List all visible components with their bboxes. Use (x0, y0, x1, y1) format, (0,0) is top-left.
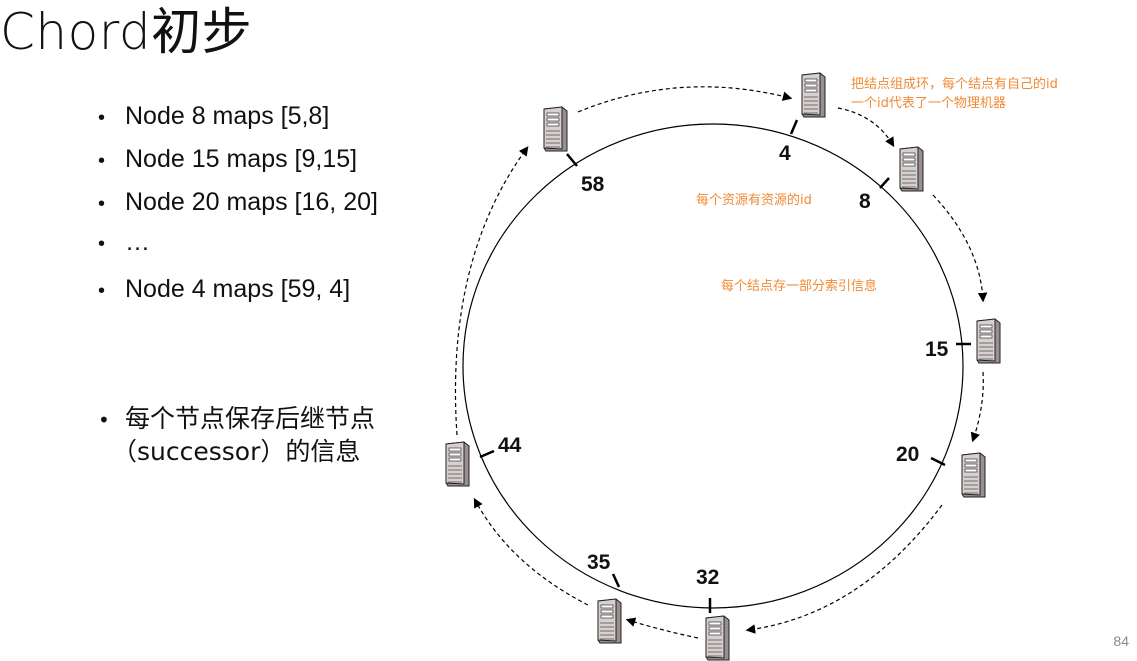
arrow-20-to-32 (745, 504, 943, 634)
bullet-node-4: •Node 4 maps [59, 4] (98, 275, 351, 303)
arrow-58-to-4 (577, 86, 793, 113)
tick-8 (879, 177, 890, 189)
node-label-35: 35 (587, 551, 611, 574)
node-label-8: 8 (859, 190, 871, 213)
arrow-44-to-58 (454, 146, 529, 436)
node-label-15: 15 (925, 338, 949, 361)
server-icon-node-44 (445, 441, 470, 487)
successor-note-line2: （successor）的信息 (112, 437, 361, 466)
page-number: 84 (1113, 633, 1129, 649)
annotation-index-info: 每个结点存一部分索引信息 (721, 278, 877, 294)
arrow-15-to-20 (970, 371, 984, 443)
server-icon-node-32 (705, 615, 730, 661)
server-icon-node-8 (899, 146, 924, 192)
tick-20 (930, 456, 946, 467)
server-icon-node-4 (801, 72, 826, 118)
node-label-44: 44 (498, 434, 522, 457)
server-icon-node-35 (597, 598, 622, 644)
arrow-32-to-35 (625, 617, 699, 639)
slide-title: Chord初步 (0, 3, 253, 61)
tick-58 (566, 153, 578, 167)
server-icon-node-58 (543, 106, 568, 152)
node-label-58: 58 (581, 173, 605, 196)
annotation-resource-id: 每个资源有资源的id (696, 192, 812, 208)
successor-note: •每个节点保存后继节点 （successor）的信息 (98, 404, 376, 466)
annotation-node-id-line2: 一个id代表了一个物理机器 (851, 96, 1006, 111)
bullet-node-15: •Node 15 maps [9,15] (98, 145, 358, 173)
tick-4 (789, 119, 799, 135)
arrow-8-to-15 (932, 194, 988, 303)
successor-note-line1: 每个节点保存后继节点 (125, 404, 376, 433)
successor-arrows (454, 86, 988, 639)
arrow-4-to-8 (837, 107, 895, 148)
bullet-node-8: •Node 8 maps [5,8] (98, 102, 330, 130)
ring-ticks (479, 119, 971, 613)
server-icon-node-20 (961, 452, 986, 498)
arrow-35-to-44 (473, 497, 589, 606)
node-label-4: 4 (779, 142, 791, 165)
bullet-node-20: •Node 20 maps [16, 20] (98, 188, 378, 216)
node-label-20: 20 (896, 443, 919, 466)
tick-44 (479, 449, 495, 459)
server-icon-node-15 (976, 318, 1001, 364)
chord-ring (462, 123, 964, 609)
annotation-node-id-line1: 把结点组成环，每个结点有自己的id (851, 76, 1058, 92)
node-label-32: 32 (696, 566, 719, 589)
bullet-ellipsis: •… (98, 228, 150, 256)
tick-35 (611, 573, 621, 588)
